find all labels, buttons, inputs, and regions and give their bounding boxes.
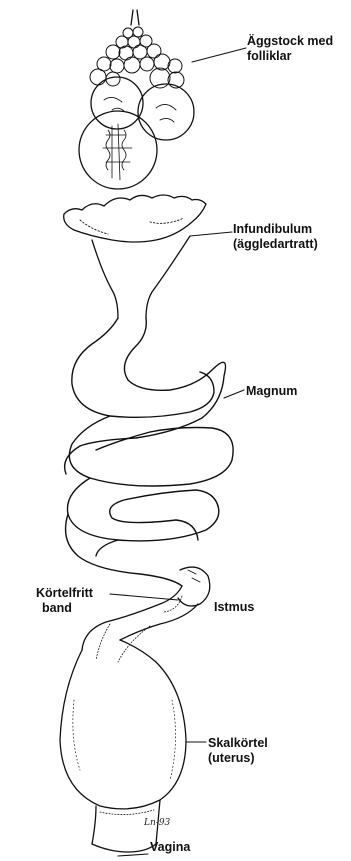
label-gland-free-band-line2: band — [36, 601, 93, 616]
label-isthmus: Istmus — [214, 600, 254, 615]
label-vagina: Vagina — [150, 840, 190, 855]
small-follicles — [90, 27, 184, 88]
label-infundibulum-line2: (äggledartratt) — [233, 237, 318, 252]
magnum-coils — [65, 318, 234, 586]
label-magnum-text: Magnum — [246, 384, 297, 399]
ovary-stalk — [131, 10, 139, 25]
label-gland-free-band: Körtelfritt band — [36, 586, 93, 616]
label-ovary-line1: Äggstock med — [247, 34, 333, 49]
infundibulum-funnel — [64, 195, 206, 318]
band-leader — [110, 594, 178, 600]
vagina-leader — [118, 854, 148, 856]
vagina-tube — [92, 844, 156, 852]
label-shell-gland-line1: Skalkörtel — [208, 736, 268, 751]
leader-lines — [110, 48, 246, 856]
label-infundibulum: Infundibulum (äggledartratt) — [233, 222, 318, 252]
shell-gland — [60, 640, 186, 844]
label-shell-gland: Skalkörtel (uterus) — [208, 736, 268, 766]
artist-signature: Ln-93 — [144, 818, 170, 828]
label-ovary-line2: folliklar — [247, 49, 333, 64]
infundibulum-leader — [190, 232, 232, 236]
label-infundibulum-line1: Infundibulum — [233, 222, 318, 237]
large-follicles — [79, 77, 194, 189]
label-ovary: Äggstock med folliklar — [247, 34, 333, 64]
label-isthmus-text: Istmus — [214, 600, 254, 615]
label-magnum: Magnum — [246, 384, 297, 399]
label-vagina-text: Vagina — [150, 840, 190, 855]
label-gland-free-band-line1: Körtelfritt — [36, 586, 93, 601]
isthmus — [82, 567, 210, 662]
label-shell-gland-line2: (uterus) — [208, 751, 268, 766]
magnum-leader — [224, 390, 244, 398]
ovary-leader — [192, 48, 246, 62]
